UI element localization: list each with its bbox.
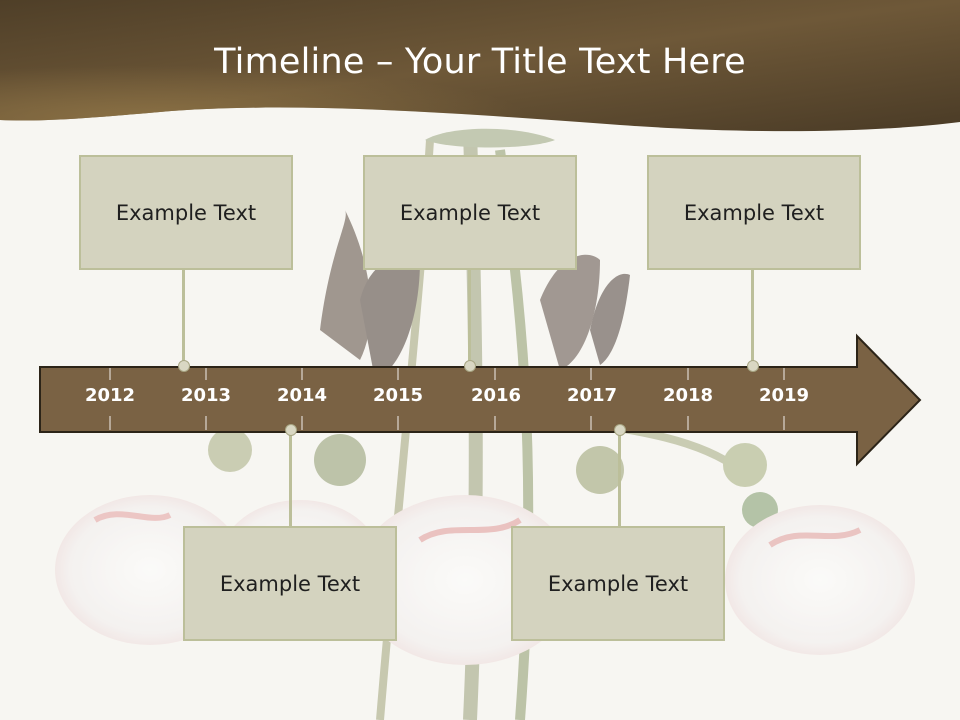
connector-dot [747, 360, 759, 372]
timeline-textbox-top-3[interactable]: Example Text [647, 155, 861, 270]
timeline-textbox-top-2[interactable]: Example Text [363, 155, 577, 270]
year-label-2016: 2016 [470, 385, 522, 406]
year-label-2017: 2017 [566, 385, 618, 406]
timeline-textbox-top-1[interactable]: Example Text [79, 155, 293, 270]
connector-dot [464, 360, 476, 372]
slide-title: Timeline – Your Title Text Here [214, 42, 746, 82]
year-label-2019: 2019 [758, 385, 810, 406]
timeline-textbox-bottom-1[interactable]: Example Text [183, 526, 397, 641]
year-label-2012: 2012 [84, 385, 136, 406]
connector-line [751, 270, 754, 366]
connector-dot [178, 360, 190, 372]
connector-line [618, 430, 621, 526]
connector-dot [285, 424, 297, 436]
header-band [0, 0, 960, 132]
connector-dot [614, 424, 626, 436]
year-label-2015: 2015 [372, 385, 424, 406]
year-label-2013: 2013 [180, 385, 232, 406]
connector-line [182, 270, 185, 366]
year-label-2014: 2014 [276, 385, 328, 406]
year-label-2018: 2018 [662, 385, 714, 406]
connector-line [468, 270, 471, 366]
connector-line [289, 430, 292, 526]
timeline-textbox-bottom-2[interactable]: Example Text [511, 526, 725, 641]
